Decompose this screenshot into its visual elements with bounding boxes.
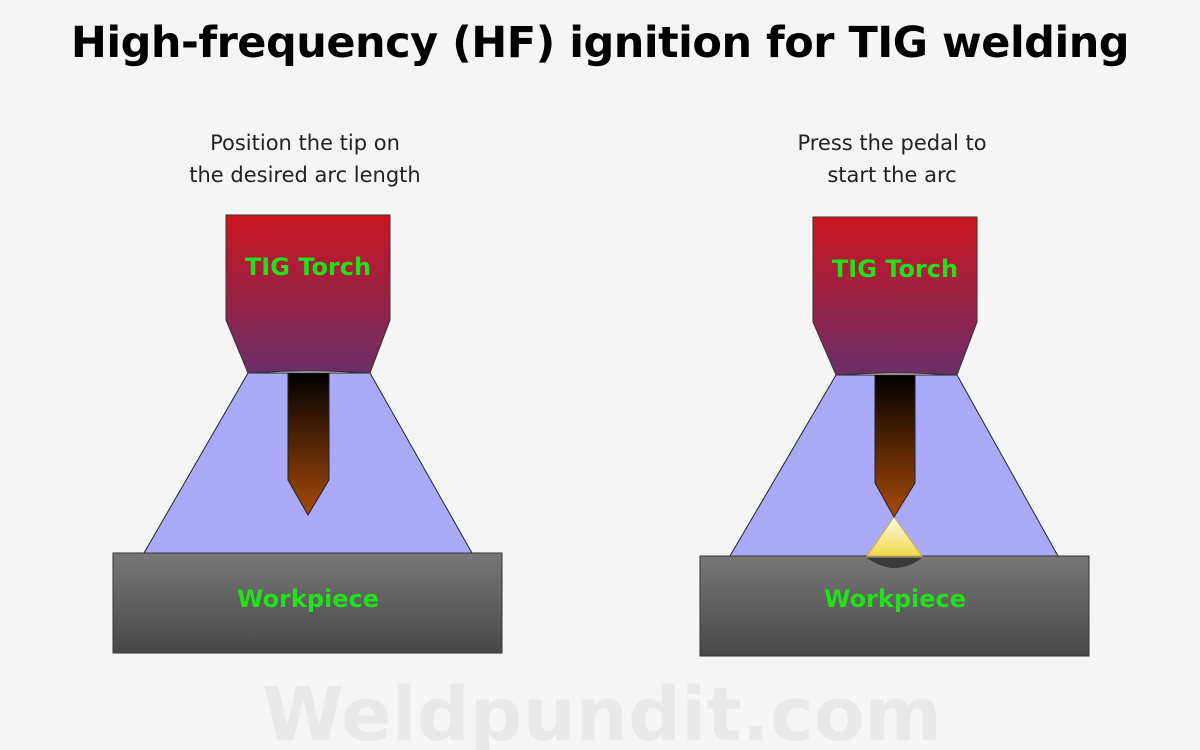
- step2-torch-label: TIG Torch: [832, 255, 958, 283]
- step2-workpiece-label: Workpiece: [824, 585, 966, 613]
- step1-electrode: [287, 372, 330, 516]
- step2-caption-line1: Press the pedal to: [797, 131, 987, 155]
- step2-arc: [866, 516, 923, 557]
- step1-caption: Position the tip on the desired arc leng…: [155, 127, 455, 191]
- watermark-text: Weldpundit.com: [262, 672, 941, 750]
- step2-torch: [812, 216, 978, 376]
- step1-caption-line1: Position the tip on: [210, 131, 400, 155]
- step2-weld-pool: [867, 558, 922, 568]
- step1-diagram: TIG Torch Workpiece: [112, 214, 503, 654]
- step1-workpiece: [112, 552, 503, 654]
- page-title: High-frequency (HF) ignition for TIG wel…: [70, 18, 1130, 68]
- step2-caption-line2: start the arc: [827, 163, 957, 187]
- step2-workpiece: [699, 555, 1090, 657]
- step2-diagram: TIG Torch Workpiece: [699, 216, 1090, 657]
- step1-caption-line2: the desired arc length: [189, 163, 421, 187]
- step2-caption: Press the pedal to start the arc: [742, 127, 1042, 191]
- step2-electrode: [874, 374, 916, 518]
- step1-torch: [225, 214, 391, 374]
- step1-torch-label: TIG Torch: [245, 253, 371, 281]
- step1-workpiece-label: Workpiece: [237, 585, 379, 613]
